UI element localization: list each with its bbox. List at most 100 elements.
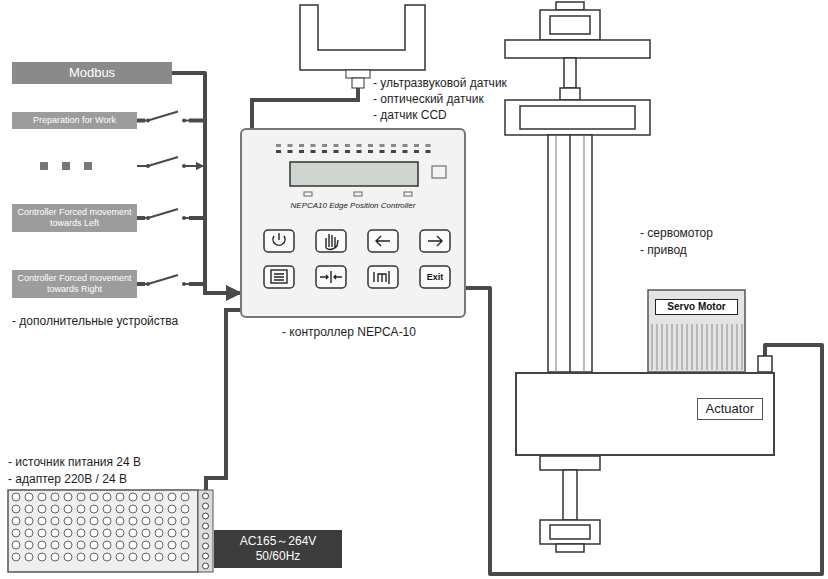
vent-hole	[64, 529, 72, 537]
cooling-fin	[716, 324, 718, 370]
indicator-led	[368, 150, 373, 153]
bottom-plate	[540, 456, 600, 470]
indicator-led	[276, 144, 281, 147]
part-label: - источник питания 24 В	[8, 455, 141, 469]
cooling-fin	[721, 324, 723, 370]
vent-hole	[51, 529, 59, 537]
wire-connector	[137, 121, 240, 294]
indicator-led	[391, 150, 396, 153]
screw-terminal	[203, 563, 209, 569]
screw-terminal	[203, 553, 209, 559]
indicator-led	[357, 144, 362, 147]
vent-hole	[129, 541, 137, 549]
input-box: Controller Forced movement towards Left	[12, 204, 137, 232]
indicator-led	[391, 144, 396, 147]
cooling-fin	[741, 324, 743, 370]
switch-symbol	[146, 216, 150, 220]
part-label: - сервомотор	[640, 226, 713, 240]
vent-hole	[103, 529, 111, 537]
vent-hole	[51, 493, 59, 501]
vent-hole	[181, 517, 189, 525]
ellipsis-mark	[62, 162, 70, 170]
screw-terminal	[203, 533, 209, 539]
vent-hole	[25, 505, 33, 513]
vent-hole	[181, 553, 189, 561]
vent-hole	[155, 553, 163, 561]
lock-nut	[560, 88, 580, 100]
top-plate	[505, 40, 650, 58]
vent-hole	[25, 529, 33, 537]
cooling-fin	[676, 324, 678, 370]
vent-hole	[103, 553, 111, 561]
screw-terminal	[203, 503, 209, 509]
vent-hole	[38, 517, 46, 525]
node-text: Controller Forced movement towards Left	[16, 207, 133, 229]
part-label: - дополнительные устройства	[12, 314, 178, 328]
end-cap	[556, 544, 584, 552]
indicator-led	[345, 144, 350, 147]
vent-hole	[12, 529, 20, 537]
vent-hole	[168, 553, 176, 561]
switch-symbol	[148, 157, 178, 166]
sensor-cable	[252, 88, 358, 128]
sensor-plug	[352, 78, 364, 88]
cooling-fin	[731, 324, 733, 370]
vent-hole	[142, 541, 150, 549]
indicator-led	[276, 150, 281, 153]
vent-hole	[25, 493, 33, 501]
vent-hole	[90, 517, 98, 525]
node-text: Exit	[420, 266, 450, 288]
carriage-block	[505, 100, 650, 135]
cooling-fin	[711, 324, 713, 370]
indicator-led	[345, 150, 350, 153]
ellipsis-mark	[40, 162, 48, 170]
vent-hole	[116, 553, 124, 561]
lead-screw	[569, 135, 571, 372]
indicator-led	[380, 144, 385, 147]
part-label: - ультразвуковой датчик	[373, 76, 507, 90]
key-button	[316, 230, 346, 252]
switch-symbol	[146, 164, 150, 168]
vent-hole	[129, 505, 137, 513]
ellipsis-mark	[84, 162, 92, 170]
cooling-fin	[691, 324, 693, 370]
vent-hole	[129, 493, 137, 501]
indicator-led	[288, 144, 293, 147]
vent-hole	[90, 529, 98, 537]
vent-hole	[51, 541, 59, 549]
sensor-nut	[346, 70, 370, 78]
vent-hole	[181, 529, 189, 537]
power-rating: AC165～264V 50/60Hz	[214, 530, 342, 568]
bottom-bracket	[540, 520, 600, 544]
vent-hole	[25, 517, 33, 525]
terminal-block	[198, 490, 213, 572]
vent-hole	[116, 541, 124, 549]
vent-hole	[38, 529, 46, 537]
vent-hole	[51, 553, 59, 561]
screw-terminal	[203, 523, 209, 529]
cooling-fin	[671, 324, 673, 370]
vent-hole	[155, 541, 163, 549]
vent-hole	[12, 493, 20, 501]
cooling-fin	[666, 324, 668, 370]
indicator-led	[403, 150, 408, 153]
vent-hole	[51, 517, 59, 525]
key-button	[264, 230, 294, 252]
part-label: - оптический датчик	[373, 92, 484, 106]
vent-hole	[116, 505, 124, 513]
top-bracket	[540, 10, 600, 40]
vent-hole	[142, 529, 150, 537]
switch-symbol	[148, 275, 178, 284]
indicator-led	[311, 150, 316, 153]
vent-hole	[168, 493, 176, 501]
indicator-led	[288, 150, 293, 153]
screw-terminal	[203, 513, 209, 519]
key-button	[368, 230, 398, 252]
key-indicator	[354, 192, 362, 196]
vent-hole	[129, 517, 137, 525]
node-text: Modbus	[16, 65, 168, 81]
rail	[556, 135, 557, 372]
vent-hole	[155, 529, 163, 537]
lcd-display	[290, 162, 418, 186]
edge-sensor	[300, 5, 425, 70]
